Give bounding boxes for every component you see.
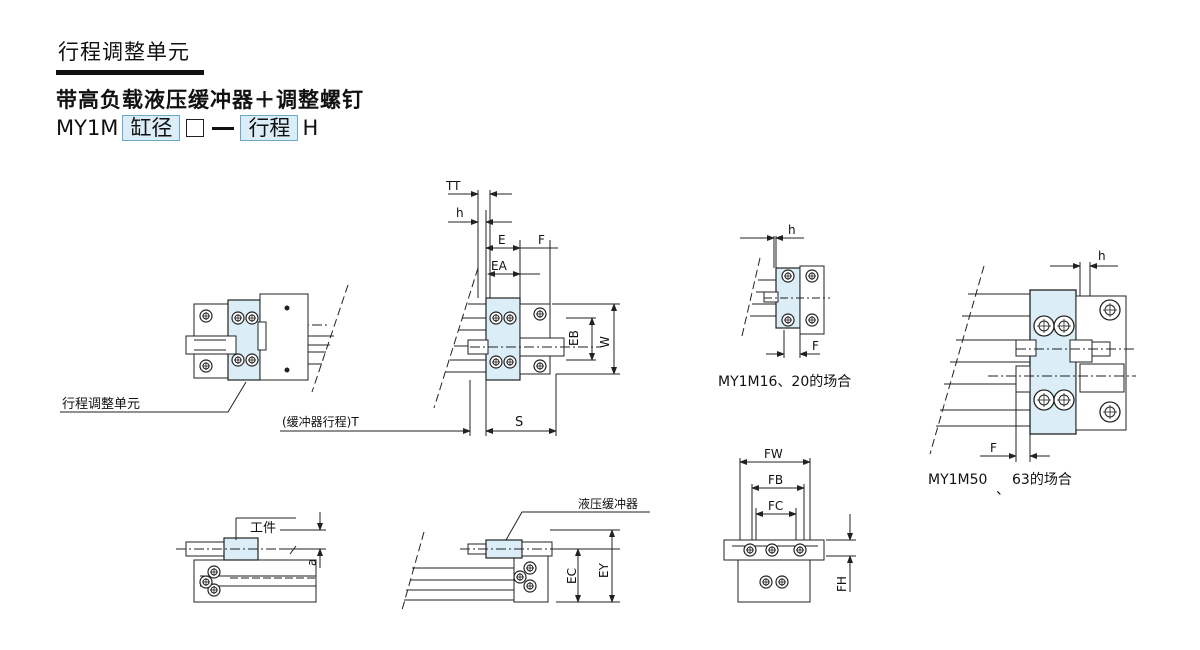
model-code: MY1M 缸径 行程 H	[56, 115, 318, 141]
dim-FB-label: FB	[768, 473, 783, 487]
unit-callout-label: 行程调整单元	[62, 397, 140, 412]
large-F-label: F	[990, 441, 997, 455]
dim-TT-label: TT	[445, 179, 461, 193]
dim-F-label: F	[538, 233, 545, 247]
hydraulic-buffer-label: 液压缓冲器	[578, 496, 638, 511]
view-top-left	[185, 284, 349, 393]
caption-my1m16-20: MY1M16、20的场合	[718, 374, 851, 390]
buffer-stroke-label: (缓冲器行程)T	[282, 414, 359, 429]
view-my1m50-63	[929, 262, 1136, 462]
unit-callout-leader	[60, 381, 247, 413]
section-subtitle: 带高负载液压缓冲器＋调整螺钉	[56, 88, 364, 112]
dim-FH-label: FH	[835, 576, 849, 592]
dim-EY-label: EY	[597, 562, 611, 578]
model-dash	[212, 126, 235, 130]
small-h-label: h	[788, 223, 796, 237]
model-stroke-box: 行程	[240, 115, 299, 141]
dim-EB-label: EB	[567, 330, 581, 346]
dim-EC-label: EC	[565, 568, 579, 584]
dim-h-label: h	[456, 206, 464, 220]
view-side-buffer	[401, 511, 650, 611]
caption-my1m50: MY1M50	[928, 472, 987, 488]
dim-a-label: a	[305, 559, 319, 566]
section-title: 行程调整单元	[58, 40, 190, 64]
model-prefix: MY1M	[56, 116, 119, 140]
title-underline	[56, 70, 204, 75]
caption-63: 63的场合	[1012, 472, 1072, 488]
model-bore-box: 缸径	[122, 115, 181, 141]
dim-W-label: W	[598, 336, 612, 348]
large-h-label: h	[1098, 249, 1106, 263]
caption-separator: 、	[996, 482, 1010, 498]
dim-E-label: E	[498, 233, 506, 247]
workpiece-label: 工件	[250, 521, 276, 536]
model-suffix: H	[302, 116, 319, 140]
dim-FC-label: FC	[768, 499, 783, 513]
dim-EA-label: EA	[491, 259, 508, 273]
dim-S-label: S	[515, 415, 523, 430]
small-F-label: F	[812, 339, 819, 353]
dims-view-2	[280, 190, 620, 436]
dim-FW-label: FW	[764, 447, 783, 461]
model-option-square	[186, 119, 205, 137]
